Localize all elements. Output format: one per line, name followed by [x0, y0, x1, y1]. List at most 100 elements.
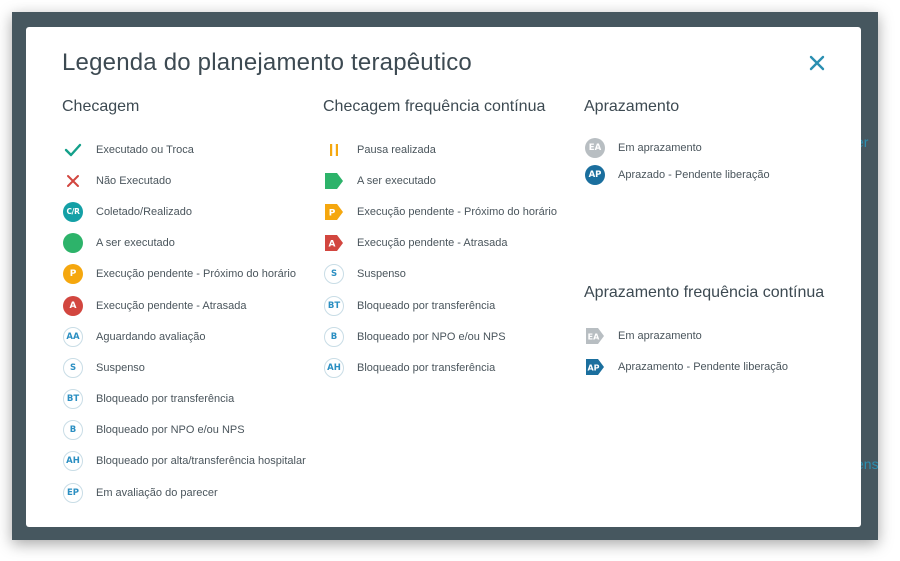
legend-item: B Bloqueado por NPO e/ou NPS: [62, 415, 312, 446]
section-heading-checagem: Checagem: [62, 98, 140, 115]
legend-label: Bloqueado por transferência: [96, 393, 235, 406]
legend-label: Não Executado: [96, 174, 172, 187]
legend-item: BT Bloqueado por transferência: [62, 384, 312, 415]
badge-code: BT: [63, 389, 83, 410]
badge-code: AH: [324, 357, 344, 378]
legend-item: Não Executado: [62, 165, 312, 196]
badge-code: BT: [324, 295, 344, 316]
badge-code: S: [63, 357, 83, 378]
late-flag-icon: A: [323, 232, 345, 254]
dialog-title: Legenda do planejamento terapêutico: [62, 49, 472, 76]
section-heading-aprazamento: Aprazamento: [584, 98, 680, 115]
x-icon: [62, 170, 84, 192]
legend-item: A Execução pendente - Atrasada: [62, 290, 312, 321]
legend-item: S Suspenso: [62, 352, 312, 383]
badge-code: AP: [585, 164, 605, 185]
legend-item: AA Aguardando avaliação: [62, 321, 312, 352]
suspended-badge-icon: S: [323, 263, 345, 285]
section-checagem: Checagem Executado ou Troca Não Executad…: [62, 97, 312, 508]
legend-label: Em avaliação do parecer: [96, 486, 218, 499]
opinion-badge-icon: EP: [62, 482, 84, 504]
legend-label: Aprazamento - Pendente liberação: [618, 360, 788, 373]
legend-item: A ser executado: [62, 228, 312, 259]
badge-code: C/R: [63, 201, 83, 222]
legend-label: Execução pendente - Atrasada: [357, 237, 508, 250]
badge-code: EA: [585, 137, 605, 158]
badge-code: B: [324, 326, 344, 347]
legend-item: A ser executado: [323, 165, 573, 196]
flag-code: A: [329, 240, 336, 250]
legend-item: BT Bloqueado por transferência: [323, 290, 573, 321]
pending-badge-icon: P: [62, 263, 84, 285]
legend-label: Coletado/Realizado: [96, 205, 193, 218]
blocked-npo-badge-icon: B: [323, 326, 345, 348]
flag-code: AP: [587, 363, 599, 372]
legend-label: A ser executado: [96, 237, 175, 250]
green-flag-icon: [323, 170, 345, 192]
legend-item: P Execução pendente - Próximo do horário: [323, 196, 573, 227]
blocked-transfer-badge-icon: BT: [323, 295, 345, 317]
legend-label: Em aprazamento: [618, 329, 702, 342]
legend-label: Pausa realizada: [357, 143, 436, 156]
legend-label: Executado ou Troca: [96, 143, 194, 156]
legend-label: Bloqueado por transferência: [357, 299, 496, 312]
scheduling-badge-icon: EA: [584, 137, 606, 159]
flag-code: P: [329, 208, 336, 218]
suspended-badge-icon: S: [62, 357, 84, 379]
legend-item: A Execução pendente - Atrasada: [323, 228, 573, 259]
legend-label: Em aprazamento: [618, 141, 702, 154]
legend-label: Execução pendente - Atrasada: [96, 299, 247, 312]
legend-label: Bloqueado por transferência: [357, 361, 496, 374]
legend-item: C/R Coletado/Realizado: [62, 196, 312, 227]
scheduling-flag-icon: EA: [584, 325, 606, 347]
legend-item: EP Em avaliação do parecer: [62, 477, 312, 508]
flag-code: EA: [588, 332, 600, 341]
section-checagem-continua: Checagem frequência contínua Pausa reali…: [323, 97, 573, 384]
background-peek-text: ens: [856, 456, 878, 472]
legend-label: Execução pendente - Próximo do horário: [357, 205, 557, 218]
awaiting-badge-icon: AA: [62, 326, 84, 348]
pause-icon: [323, 139, 345, 161]
legend-item: B Bloqueado por NPO e/ou NPS: [323, 321, 573, 352]
blocked-discharge-badge-icon: AH: [323, 357, 345, 379]
blocked-transfer-badge-icon: BT: [62, 388, 84, 410]
section-heading-checagem-continua: Checagem frequência contínua: [323, 98, 546, 115]
collected-badge-icon: C/R: [62, 201, 84, 223]
badge-code: AH: [63, 451, 83, 472]
badge-code: P: [63, 264, 83, 285]
legend-label: Bloqueado por NPO e/ou NPS: [96, 424, 245, 437]
legend-label: Execução pendente - Próximo do horário: [96, 268, 296, 281]
legend-item: AH Bloqueado por transferência: [323, 352, 573, 383]
legend-item: Pausa realizada: [323, 134, 573, 165]
legend-item: S Suspenso: [323, 259, 573, 290]
section-heading-aprazamento-continua: Aprazamento frequência contínua: [584, 284, 825, 301]
pending-flag-icon: P: [323, 201, 345, 223]
legend-label: Bloqueado por alta/transferência hospita…: [96, 455, 306, 468]
legend-label: Aguardando avaliação: [96, 330, 206, 343]
legend-label: Bloqueado por NPO e/ou NPS: [357, 330, 506, 343]
section-aprazamento: Aprazamento EA Em aprazamento AP Aprazad…: [584, 97, 844, 188]
legend-item: AP Aprazamento - Pendente liberação: [584, 351, 844, 382]
late-badge-icon: A: [62, 295, 84, 317]
legend-item: AP Aprazado - Pendente liberação: [584, 161, 844, 188]
check-icon: [62, 139, 84, 161]
scheduled-flag-icon: AP: [584, 356, 606, 378]
legend-label: Suspenso: [96, 361, 145, 374]
badge-code: EP: [63, 482, 83, 503]
legend-label: A ser executado: [357, 174, 436, 187]
close-button[interactable]: [807, 53, 827, 73]
legend-label: Suspenso: [357, 268, 406, 281]
scheduled-badge-icon: AP: [584, 164, 606, 186]
badge-code: S: [324, 264, 344, 285]
legend-item: AH Bloqueado por alta/transferência hosp…: [62, 446, 312, 477]
green-circle-icon: [62, 232, 84, 254]
section-aprazamento-continua: Aprazamento frequência contínua EA Em ap…: [584, 283, 844, 382]
legend-item: P Execução pendente - Próximo do horário: [62, 259, 312, 290]
blocked-npo-badge-icon: B: [62, 419, 84, 441]
badge-code: AA: [63, 326, 83, 347]
badge-code: B: [63, 420, 83, 441]
close-icon: [809, 55, 825, 71]
legend-dialog: Legenda do planejamento terapêutico Chec…: [26, 27, 861, 527]
legend-item: Executado ou Troca: [62, 134, 312, 165]
badge-code: A: [63, 295, 83, 316]
